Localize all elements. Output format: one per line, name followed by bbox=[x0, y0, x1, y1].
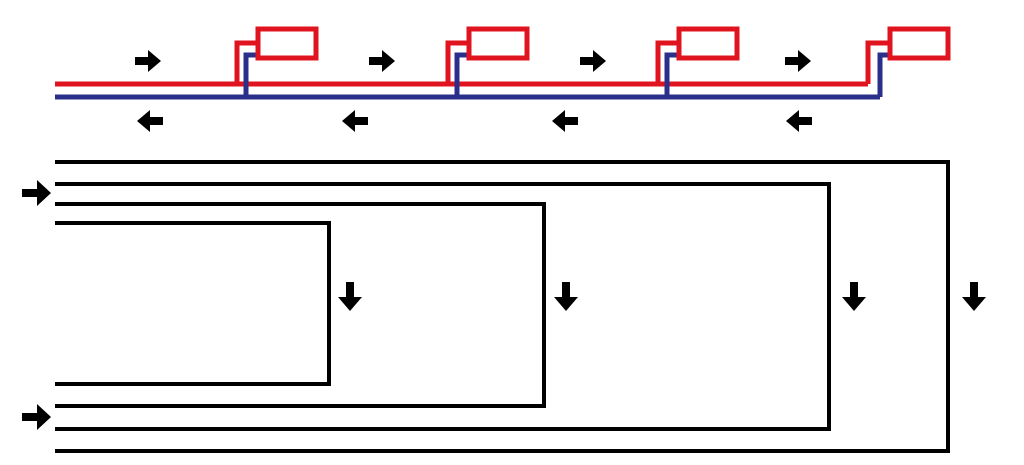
left-arrow-icon bbox=[552, 110, 578, 132]
return-riser bbox=[664, 52, 679, 97]
down-arrow-icon bbox=[554, 282, 578, 311]
right-arrow-icon bbox=[135, 50, 161, 72]
nested-loop-system bbox=[55, 160, 950, 453]
supply-riser bbox=[865, 40, 890, 84]
left-arrow-icon bbox=[342, 110, 368, 132]
radiator-unit-1 bbox=[234, 26, 319, 97]
return-flow-arrows bbox=[137, 110, 812, 132]
down-arrow-icon bbox=[842, 282, 866, 311]
radiator bbox=[255, 26, 319, 61]
return-riser bbox=[454, 52, 469, 97]
supply-riser bbox=[445, 40, 469, 84]
return-riser bbox=[877, 52, 890, 97]
loop-3-pipe bbox=[55, 182, 831, 431]
radiator bbox=[676, 26, 740, 61]
right-arrow-icon bbox=[785, 50, 811, 72]
loop-flow-arrows bbox=[338, 282, 986, 311]
loop-2-pipe bbox=[55, 202, 546, 408]
left-arrow-icon bbox=[786, 110, 812, 132]
right-arrow-icon bbox=[580, 50, 606, 72]
right-arrow-icon bbox=[369, 50, 395, 72]
loop-4-pipe bbox=[55, 160, 950, 453]
return-riser bbox=[243, 52, 258, 97]
right-arrow-icon bbox=[22, 180, 51, 206]
down-arrow-icon bbox=[962, 282, 986, 311]
right-arrow-icon bbox=[22, 404, 51, 430]
left-arrow-icon bbox=[137, 110, 163, 132]
two-pipe-radiator-system bbox=[55, 26, 951, 132]
radiator-unit-4 bbox=[865, 26, 951, 97]
radiator bbox=[887, 26, 951, 61]
radiator-unit-2 bbox=[445, 26, 530, 97]
down-arrow-icon bbox=[338, 282, 362, 311]
radiator-unit-3 bbox=[655, 26, 740, 97]
supply-flow-arrows bbox=[135, 50, 811, 72]
radiator bbox=[466, 26, 530, 61]
inlet-arrows bbox=[22, 180, 51, 430]
loop-1-pipe bbox=[55, 221, 331, 386]
supply-riser bbox=[234, 40, 258, 84]
supply-riser bbox=[655, 40, 679, 84]
